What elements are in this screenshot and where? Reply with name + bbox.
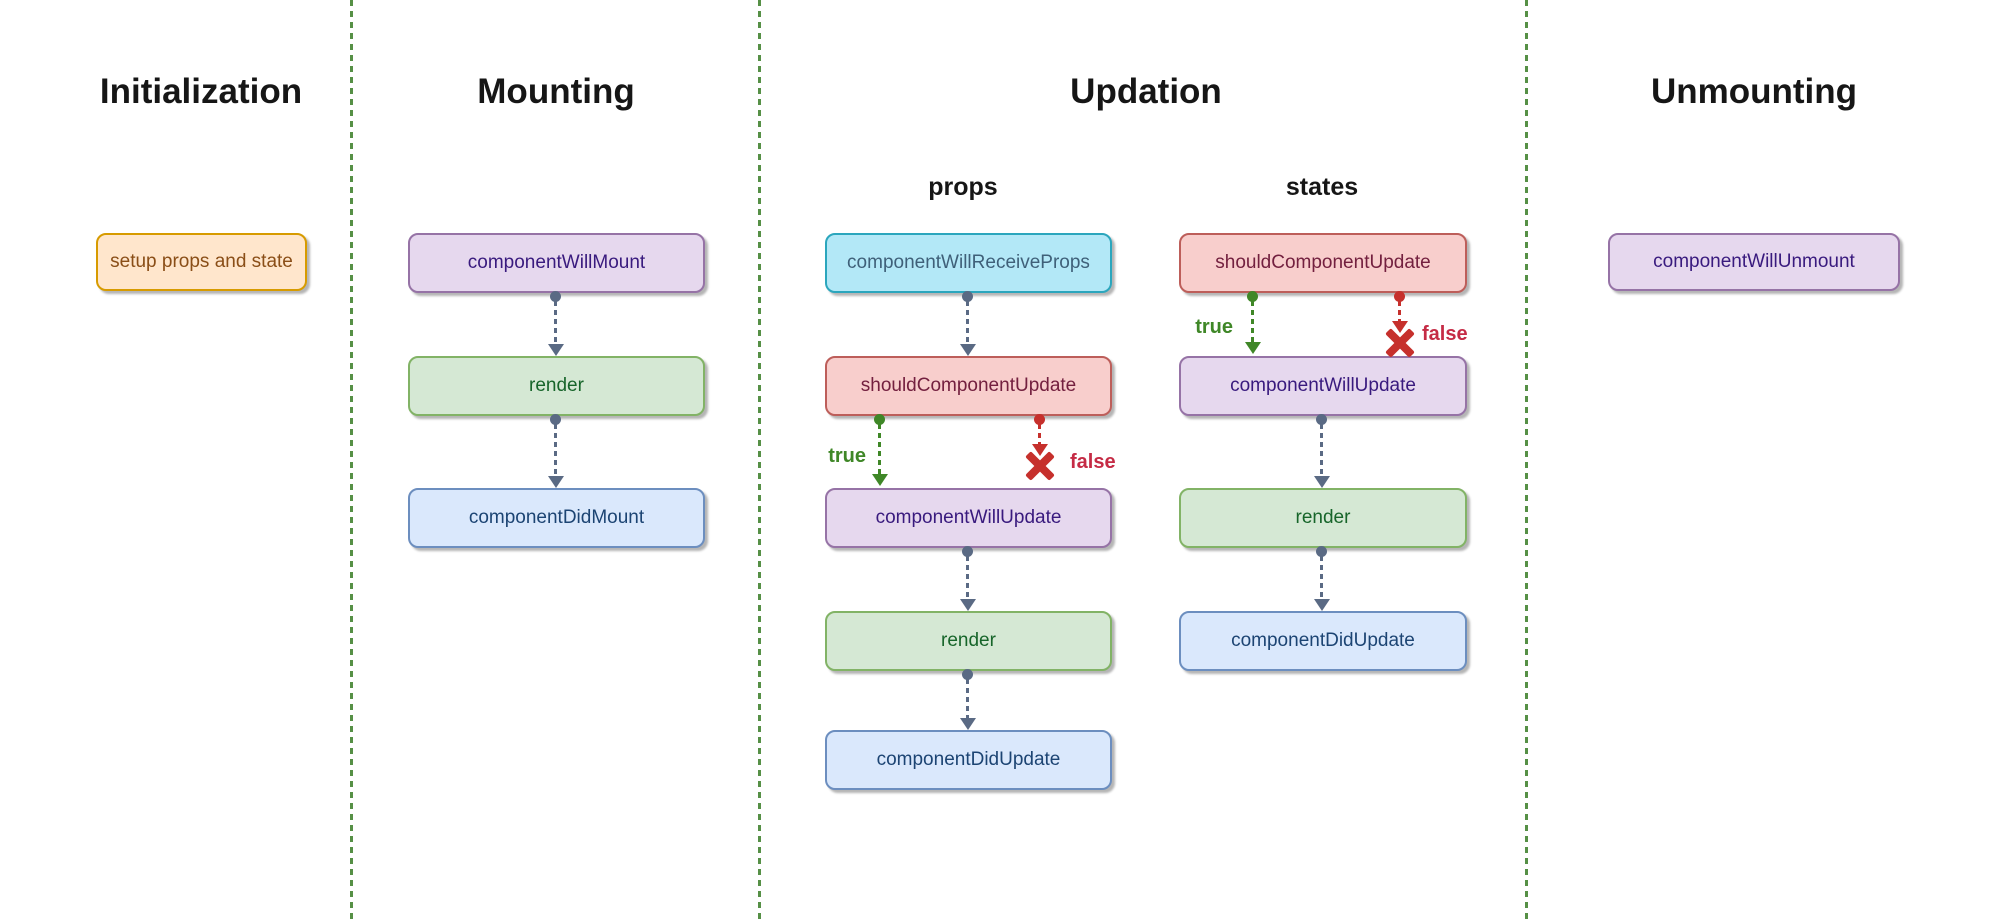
section-title-mounting: Mounting: [477, 72, 635, 111]
flow-dot: [550, 414, 561, 425]
flow-line-true: [878, 424, 881, 474]
flow-line-false: [1398, 301, 1401, 321]
arrow-down-icon: [960, 599, 976, 611]
false-branch-label-props: false: [1070, 451, 1116, 473]
node-component-will-unmount: componentWillUnmount: [1608, 233, 1900, 291]
flow-line-true: [1251, 301, 1254, 342]
node-render-mounting: render: [408, 356, 705, 416]
node-component-will-update-props: componentWillUpdate: [825, 488, 1112, 548]
false-branch-label-states: false: [1422, 323, 1468, 345]
section-title-updation: Updation: [1070, 72, 1222, 111]
flow-dot: [962, 669, 973, 680]
node-should-component-update-states: shouldComponentUpdate: [1179, 233, 1467, 293]
flow-dot: [550, 291, 561, 302]
flow-dot-true: [874, 414, 885, 425]
section-title-unmounting: Unmounting: [1650, 72, 1858, 111]
arrow-down-icon: [548, 476, 564, 488]
arrow-down-icon: [1245, 342, 1261, 354]
column-title-props: props: [928, 173, 998, 201]
node-render-props: render: [825, 611, 1112, 671]
arrow-down-icon: [1032, 444, 1048, 456]
true-branch-label-states: true: [1195, 316, 1233, 338]
flow-dot-true: [1247, 291, 1258, 302]
flow-dot-false: [1034, 414, 1045, 425]
section-title-initialization: Initialization: [99, 72, 303, 111]
node-component-did-update-states: componentDidUpdate: [1179, 611, 1467, 671]
section-divider: [350, 0, 353, 924]
section-divider: [758, 0, 761, 924]
flow-dot: [1316, 546, 1327, 557]
flow-line: [966, 301, 969, 344]
node-component-will-update-states: componentWillUpdate: [1179, 356, 1467, 416]
arrow-down-icon: [960, 718, 976, 730]
flow-dot: [1316, 414, 1327, 425]
flow-dot-false: [1394, 291, 1405, 302]
arrow-down-icon: [872, 474, 888, 486]
false-x-icon: [1383, 326, 1417, 360]
true-branch-label-props: true: [828, 445, 866, 467]
node-render-states: render: [1179, 488, 1467, 548]
arrow-down-icon: [1314, 599, 1330, 611]
node-should-component-update-props: shouldComponentUpdate: [825, 356, 1112, 416]
flow-line: [1320, 556, 1323, 599]
flow-dot: [962, 546, 973, 557]
arrow-down-icon: [1314, 476, 1330, 488]
flow-line: [554, 301, 557, 344]
flow-line: [554, 424, 557, 476]
arrow-down-icon: [960, 344, 976, 356]
node-component-did-update-props: componentDidUpdate: [825, 730, 1112, 790]
node-component-will-receive-props: componentWillReceiveProps: [825, 233, 1112, 293]
node-component-will-mount: componentWillMount: [408, 233, 705, 293]
flow-line: [1320, 424, 1323, 476]
node-setup-props-and-state: setup props and state: [96, 233, 307, 291]
flow-line: [966, 679, 969, 718]
section-divider: [1525, 0, 1528, 924]
false-x-icon: [1023, 449, 1057, 483]
flow-line-false: [1038, 424, 1041, 444]
flow-line: [966, 556, 969, 599]
flow-dot: [962, 291, 973, 302]
arrow-down-icon: [548, 344, 564, 356]
node-component-did-mount: componentDidMount: [408, 488, 705, 548]
column-title-states: states: [1285, 173, 1359, 201]
arrow-down-icon: [1392, 321, 1408, 333]
